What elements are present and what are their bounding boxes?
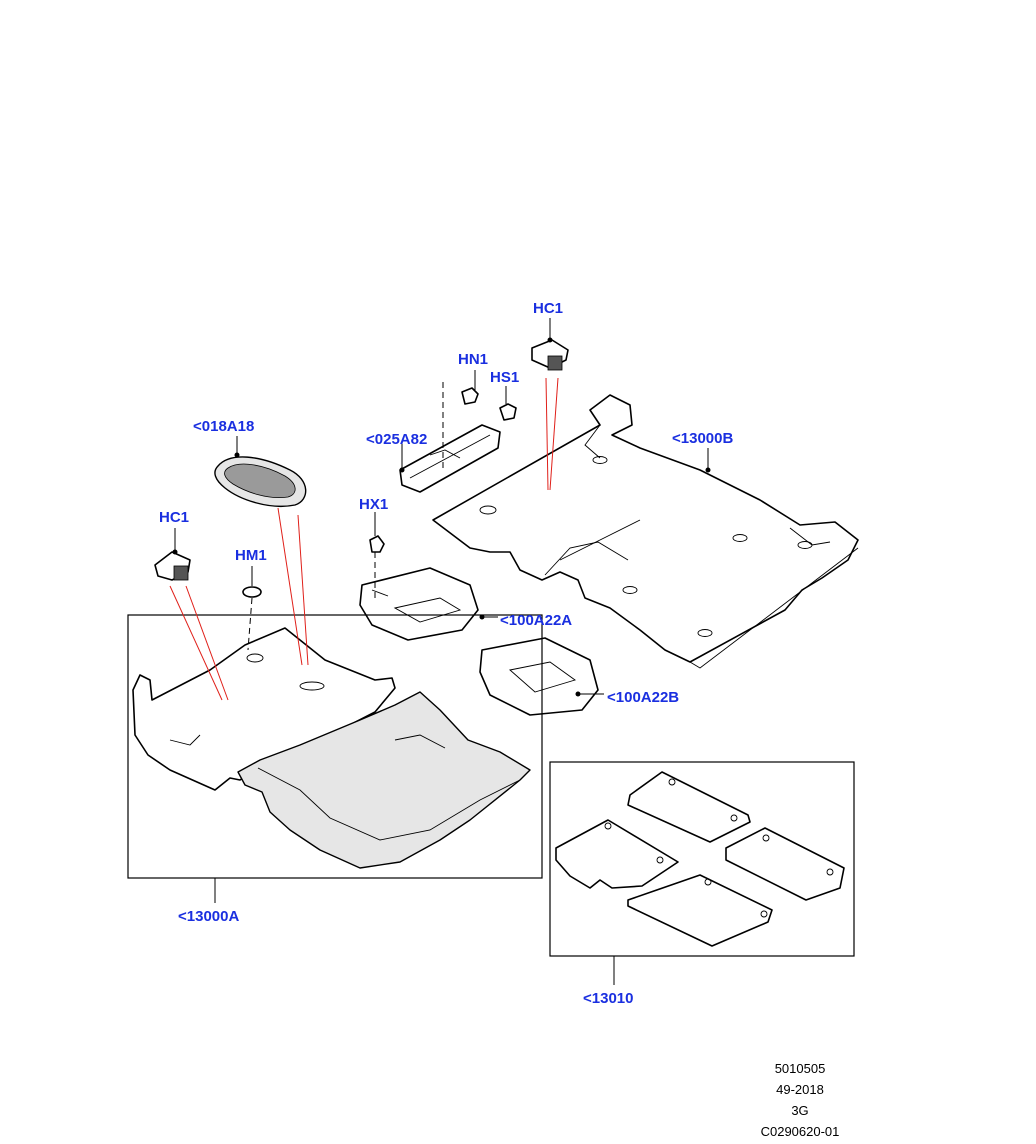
bracket-100a22b[interactable] (479, 637, 599, 716)
callout-hs1[interactable]: HS1 (490, 369, 519, 386)
callout-13010[interactable]: <13010 (583, 990, 633, 1007)
nut-hs1[interactable] (499, 403, 517, 421)
clip-hm1[interactable] (242, 586, 262, 598)
leader-lines (174, 318, 709, 985)
reference-line-3: 3G (791, 1103, 809, 1118)
mat-rear-left[interactable] (627, 874, 773, 947)
red-alignment-lines (169, 377, 559, 701)
clip-hc1-left[interactable] (154, 551, 191, 581)
front-carpet-frame (127, 614, 543, 879)
bracket-025a82[interactable] (399, 424, 501, 493)
screw-hn1[interactable] (461, 387, 479, 405)
callout-hc1-top[interactable]: HC1 (533, 300, 563, 317)
callout-018a18[interactable]: <018A18 (193, 418, 254, 435)
callout-hm1[interactable]: HM1 (235, 547, 267, 564)
mat-front-right[interactable] (627, 771, 751, 843)
callout-13000a[interactable]: <13000A (178, 908, 239, 925)
grille-018a18[interactable] (214, 456, 307, 507)
bracket-100a22a[interactable] (359, 567, 479, 641)
reference-line-2: 49-2018 (776, 1082, 824, 1097)
callout-100a22a[interactable]: <100A22A (500, 612, 572, 629)
front-floor-carpet-13000a[interactable] (132, 627, 531, 869)
callout-hc1-left[interactable]: HC1 (159, 509, 189, 526)
leader-dots (172, 337, 711, 697)
clip-hc1-top[interactable] (531, 339, 569, 371)
mat-front-left[interactable] (555, 819, 679, 889)
reference-line-4: C0290620-01 (760, 1124, 840, 1139)
rear-floor-carpet-13000b[interactable] (432, 394, 859, 669)
callout-13000b[interactable]: <13000B (672, 430, 733, 447)
floor-mats-13010[interactable] (555, 771, 845, 947)
mat-rear-right[interactable] (725, 827, 845, 901)
fastener-hx1[interactable] (369, 535, 385, 553)
reference-line-1: 5010505 (774, 1061, 826, 1076)
callout-100a22b[interactable]: <100A22B (607, 689, 679, 706)
callout-hx1[interactable]: HX1 (359, 496, 388, 513)
reference-block: 5010505 49-2018 3G C0290620-01 (750, 1061, 850, 1144)
callout-025a82[interactable]: <025A82 (366, 431, 427, 448)
callout-hn1[interactable]: HN1 (458, 351, 488, 368)
floor-mats-frame (549, 761, 855, 957)
